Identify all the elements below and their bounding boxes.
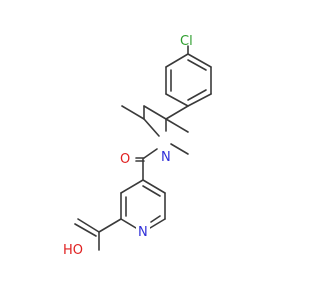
- pyridine-nitrogen-label: N: [138, 225, 148, 240]
- alkyl-chain: [121, 105, 189, 137]
- amide-nitrogen-label: N: [161, 150, 171, 165]
- carbonyl-oxygen-label: O: [120, 152, 130, 167]
- chlorophenyl-ring: [165, 53, 212, 107]
- molecule-structure-diagram: Cl N O N HO: [63, 34, 212, 258]
- hydroxyl-label: HO: [63, 243, 83, 258]
- pyridine-ring: [120, 179, 166, 229]
- chlorine-atom-label: Cl: [180, 34, 193, 49]
- carboxylic-acid-group: [74, 218, 122, 251]
- amide-group: [135, 143, 189, 181]
